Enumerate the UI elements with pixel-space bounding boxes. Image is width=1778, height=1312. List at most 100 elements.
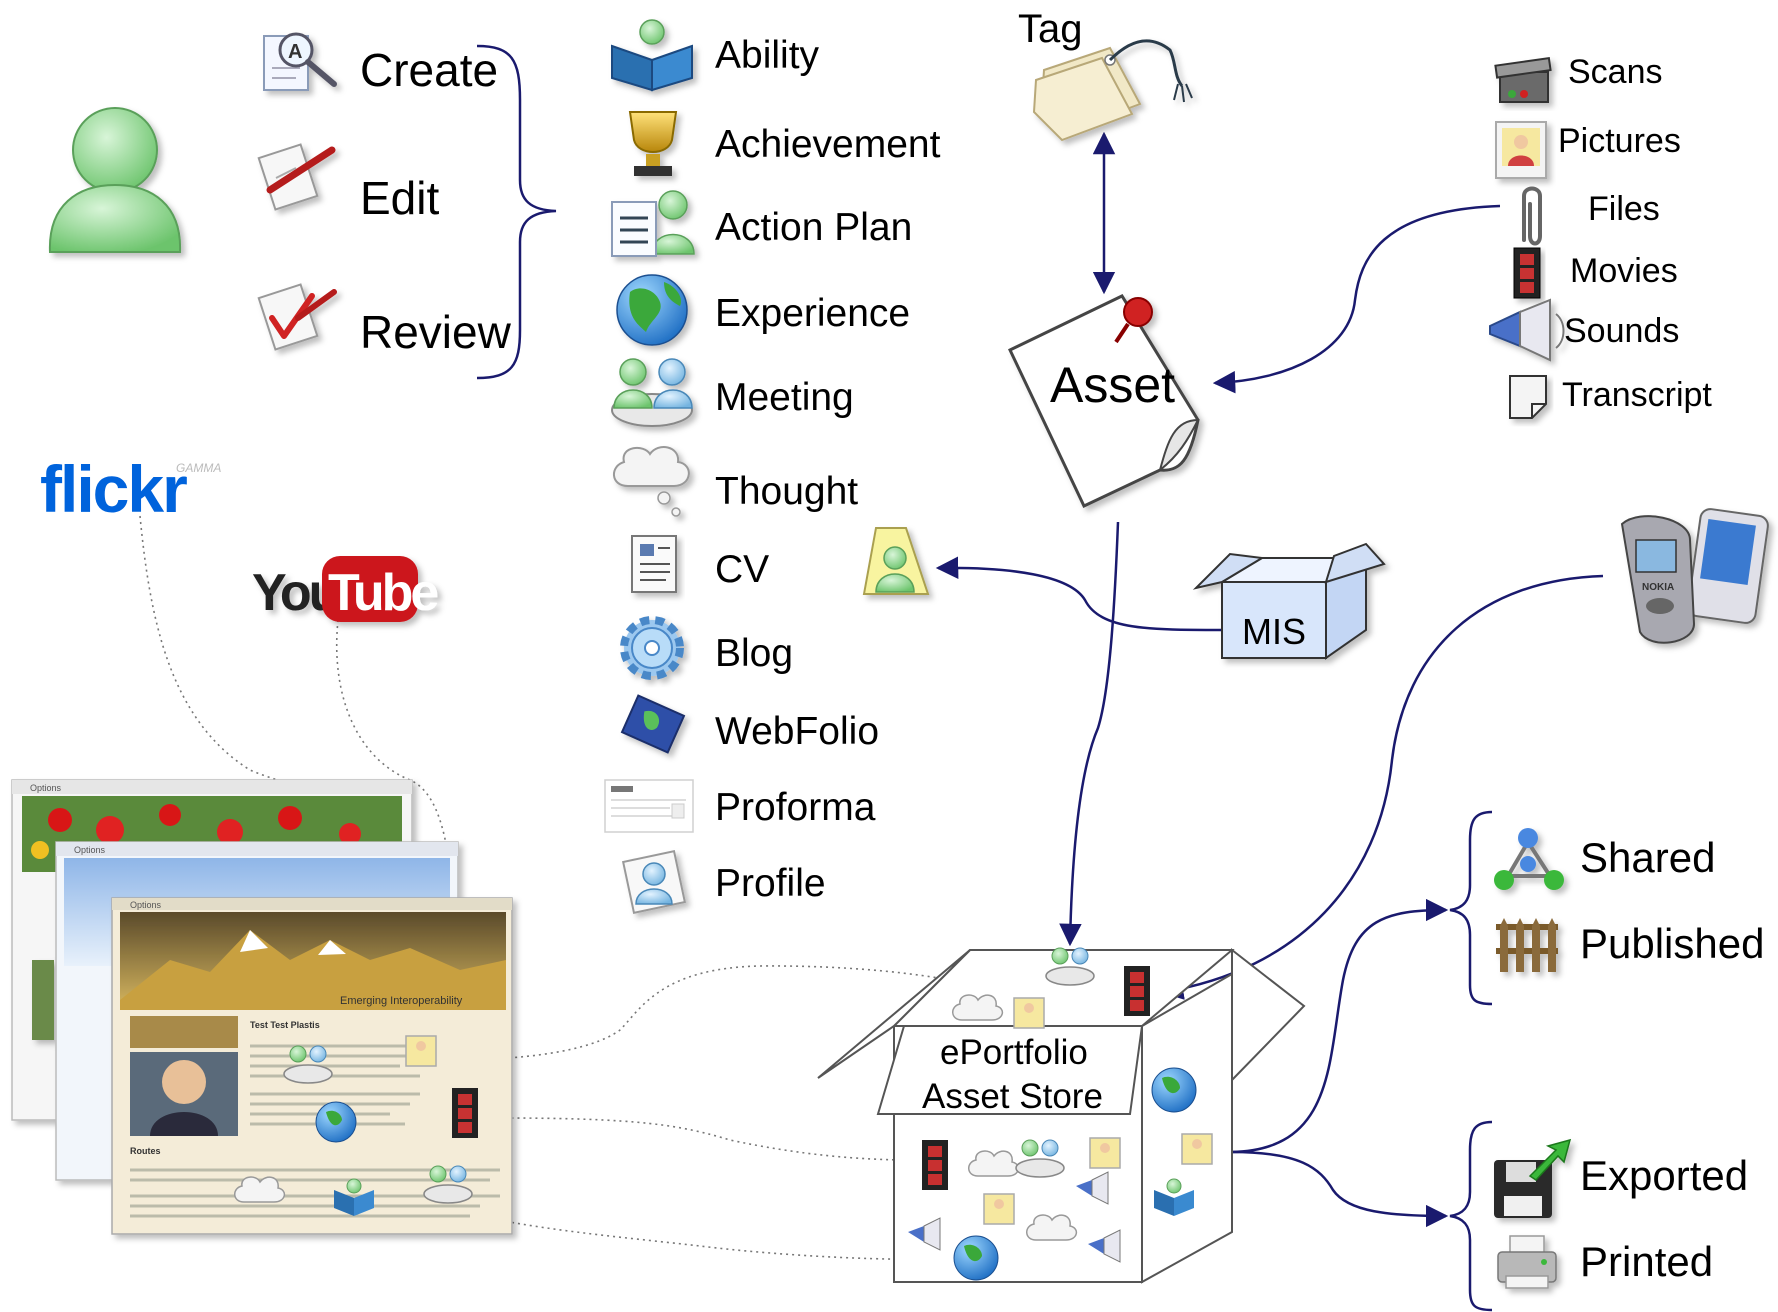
film-strip-icon xyxy=(452,1088,478,1138)
source-label: Files xyxy=(1588,190,1660,228)
asset-type-ability[interactable]: Ability xyxy=(611,19,820,92)
asset-type-profile[interactable]: Profile xyxy=(621,849,826,915)
network-nodes-icon xyxy=(1494,828,1564,890)
meeting-people-icon xyxy=(283,1045,333,1084)
fence-icon xyxy=(1496,918,1558,972)
asset-type-label: Meeting xyxy=(715,376,854,419)
svg-text:Routes: Routes xyxy=(130,1146,161,1156)
profile-picture-icon xyxy=(621,849,687,915)
asset-type-label: Achievement xyxy=(715,123,941,166)
thought-cloud-icon xyxy=(234,1176,286,1203)
asset-type-label: Proforma xyxy=(715,786,876,829)
gear-icon xyxy=(620,616,684,680)
asset-type-meeting[interactable]: Meeting xyxy=(611,358,854,427)
scanner-icon xyxy=(1494,57,1552,103)
source-label: Pictures xyxy=(1558,122,1681,160)
store-contents xyxy=(908,947,1213,1281)
flickr-badge: GAMMA xyxy=(176,461,221,475)
mobile-to-store-arrow xyxy=(1160,574,1604,1000)
flickr-logo[interactable]: flickr GAMMA xyxy=(40,452,221,526)
source-sounds[interactable]: Sounds xyxy=(1489,298,1679,362)
svg-text:A: A xyxy=(288,41,302,63)
output-published[interactable]: Published xyxy=(1496,918,1764,972)
review-label: Review xyxy=(360,306,512,358)
flickr-wordmark: flickr xyxy=(40,452,187,526)
asset-node[interactable]: Asset xyxy=(1008,294,1200,508)
asset-type-achievement[interactable]: Achievement xyxy=(628,111,941,176)
globe-icon xyxy=(953,1235,999,1281)
pinned-note-icon xyxy=(1008,294,1200,508)
mobile-devices-icon: NOKIA xyxy=(1620,508,1769,644)
store-label-line1: ePortfolio xyxy=(940,1033,1088,1072)
source-files[interactable]: Files xyxy=(1522,186,1660,246)
book-reader-icon xyxy=(1154,1178,1194,1216)
checklist-person-icon xyxy=(611,190,695,257)
asset-label: Asset xyxy=(1050,357,1175,413)
asset-type-label: Action Plan xyxy=(715,206,912,249)
picture-icon xyxy=(1089,1137,1121,1169)
meeting-people-icon xyxy=(1045,947,1095,986)
globe-icon xyxy=(616,274,688,346)
meeting-people-icon xyxy=(423,1165,473,1204)
exported-brace xyxy=(1449,1120,1493,1312)
asset-type-label: CV xyxy=(715,548,769,591)
document-icon xyxy=(1509,375,1547,419)
actions-brace xyxy=(476,44,557,380)
mis-node[interactable]: MIS xyxy=(1192,542,1386,660)
asset-type-thought[interactable]: Thought xyxy=(613,446,858,517)
pencil-document-icon xyxy=(257,143,336,211)
asset-type-cv[interactable]: CV xyxy=(631,527,930,595)
youtube-logo[interactable]: You Tube xyxy=(252,556,441,622)
files-to-asset-arrow xyxy=(1212,204,1501,394)
asset-type-label: Ability xyxy=(715,34,820,77)
review-action[interactable]: Review xyxy=(257,283,512,358)
output-printed[interactable]: Printed xyxy=(1497,1235,1713,1289)
output-shared[interactable]: Shared xyxy=(1494,828,1715,890)
output-exported[interactable]: Shared Exported xyxy=(1494,1138,1748,1218)
picture-icon xyxy=(1495,121,1547,179)
asset-type-label: Thought xyxy=(715,470,858,513)
asset-type-label: Blog xyxy=(715,632,793,675)
store-to-shared-arrow xyxy=(1231,898,1449,1154)
source-movies[interactable]: Movies xyxy=(1513,247,1678,299)
edit-action[interactable]: Edit xyxy=(257,143,440,224)
megaphone-icon xyxy=(1076,1171,1109,1205)
asset-type-webfolio[interactable]: WebFolio xyxy=(620,694,879,754)
output-label: Published xyxy=(1580,920,1764,967)
thought-cloud-icon xyxy=(1026,1214,1078,1241)
shared-brace xyxy=(1449,810,1493,1006)
book-reader-icon xyxy=(334,1178,374,1216)
film-strip-icon xyxy=(1513,247,1541,299)
asset-type-action-plan[interactable]: Action Plan xyxy=(611,190,912,257)
asset-type-proforma[interactable]: Proforma xyxy=(604,779,876,833)
source-label: Transcript xyxy=(1562,376,1712,414)
map-page-icon xyxy=(620,694,686,754)
tag-node[interactable]: Tag xyxy=(1018,7,1193,142)
source-label: Scans xyxy=(1568,53,1663,91)
mis-label: MIS xyxy=(1242,611,1306,652)
output-label: Shared xyxy=(1580,834,1715,881)
picture-icon xyxy=(983,1193,1015,1225)
asset-type-label: WebFolio xyxy=(715,710,879,753)
tag-label: Tag xyxy=(1018,7,1083,51)
picture-icon xyxy=(1013,997,1045,1029)
asset-type-experience[interactable]: Experience xyxy=(616,274,910,346)
magnifier-document-icon: A xyxy=(263,32,337,91)
asset-store-node[interactable]: ePortfolio Asset Store xyxy=(817,947,1306,1284)
thought-cloud-icon xyxy=(952,994,1004,1021)
source-transcript[interactable]: Transcript xyxy=(1509,375,1712,419)
webfolio-page-front: Options Emerging Interoperability Test T… xyxy=(111,897,513,1235)
form-thumbnail-icon xyxy=(604,779,694,833)
floppy-export-icon xyxy=(1494,1138,1572,1218)
film-strip-icon xyxy=(1124,966,1150,1016)
svg-text:Options: Options xyxy=(30,783,62,793)
tag-icon xyxy=(1032,39,1193,142)
thought-cloud-icon xyxy=(968,1150,1020,1177)
source-scans[interactable]: Scans xyxy=(1494,53,1663,103)
youtube-tube-box xyxy=(322,556,418,622)
paperclip-icon xyxy=(1522,186,1542,246)
meeting-people-icon xyxy=(611,358,693,427)
asset-type-blog[interactable]: Blog xyxy=(620,616,793,680)
create-action[interactable]: A Create xyxy=(263,32,498,96)
source-pictures[interactable]: Pictures xyxy=(1495,121,1681,179)
